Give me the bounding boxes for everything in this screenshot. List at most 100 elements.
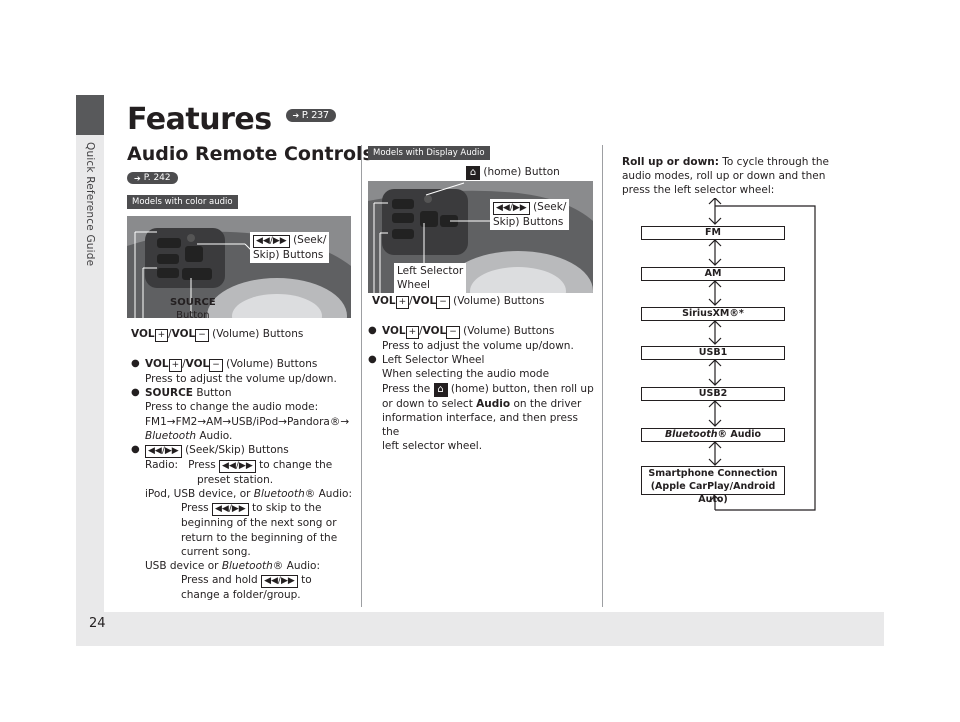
bullet-source-title: SOURCE [145, 387, 193, 400]
mid-l3b: Audio [476, 397, 511, 410]
callout-volume: VOL+/VOL− (Volume) Buttons [131, 328, 304, 342]
ipod-a-line: Press ◀◀/▶▶ to skip to the [131, 501, 356, 517]
sequence-end-text: Audio. [195, 429, 233, 442]
flow-smartphone-line1: Smartphone Connection [648, 468, 778, 479]
radio-desc-b: to change the [259, 459, 333, 472]
callout-source-line2: Button [176, 310, 210, 321]
bluetooth-italic: Bluetooth [253, 488, 305, 501]
seek-skip-icon: ◀◀/▶▶ [253, 235, 290, 248]
bullet-source-desc: Press to change the audio mode: [145, 401, 319, 414]
footer-bar [76, 612, 884, 646]
seek-skip-icon: ◀◀/▶▶ [145, 445, 182, 459]
plus-icon: + [154, 329, 169, 342]
mid-bullet-selector-l4: information interface, and then press th… [382, 411, 578, 439]
page-title: Features ➔P. 237 [127, 102, 336, 137]
bullet-seek: ◀◀/▶▶ (Seek/Skip) Buttons [131, 443, 356, 459]
model-tag-color-audio: Models with color audio [127, 195, 238, 209]
bluetooth-italic: Bluetooth [145, 429, 196, 442]
callout-seek-skip-2: ◀◀/▶▶ (Seek/ Skip) Buttons [490, 199, 570, 230]
plus-icon: + [168, 359, 183, 372]
intro-bold: Roll up or down: [622, 156, 719, 168]
mid-bullet-volume-desc: Press to adjust the volume up/down. [382, 340, 574, 352]
ipod-b: to skip to the [252, 502, 322, 515]
title-ref-text: P. 237 [301, 110, 329, 121]
page-number: 24 [89, 616, 106, 631]
column-divider-2 [602, 145, 603, 607]
callout-home: ⌂ (home) Button [466, 165, 560, 180]
callout-selector: Left Selector Wheel [394, 263, 467, 293]
ipod-e: current song. [181, 545, 251, 558]
callout-volume2-text: (Volume) Buttons [453, 295, 545, 307]
callout-seek-line1: (Seek/ [293, 234, 327, 246]
seek-skip-icon: ◀◀/▶▶ [493, 202, 530, 215]
seek-skip-icon: ◀◀/▶▶ [211, 503, 249, 517]
bullet-volume-desc: Press to adjust the volume up/down. [145, 373, 337, 385]
flow-box-usb1: USB1 [641, 346, 785, 360]
ref-arrow-icon: ➔ [134, 173, 141, 183]
radio-desc-a: Press [188, 459, 216, 472]
mid-bullet-selector-title: Left Selector Wheel [368, 353, 598, 367]
plus-icon: + [405, 326, 420, 339]
section-title: Audio Remote Controls [127, 143, 374, 165]
side-tab-marker [76, 95, 104, 135]
bullet-source-sequence: FM1→FM2→AM→USB/iPod→Pandora®→ [145, 415, 350, 428]
usb-line: USB device or Bluetooth® Audio: [131, 559, 356, 573]
mid-bullet-volume: VOL+/VOL− (Volume) Buttons [368, 324, 598, 339]
callout-seek-skip: ◀◀/▶▶ (Seek/ Skip) Buttons [250, 232, 330, 263]
bullet-seek-title: (Seek/Skip) Buttons [185, 444, 289, 457]
bullet-source: SOURCE Button [131, 386, 356, 400]
mid-l2a: Press the [382, 382, 431, 395]
mid-bullet-selector-l3: or down to select Audio on the driver [368, 397, 598, 411]
callout-seek-line2: Skip) Buttons [253, 249, 324, 261]
bullet-volume: VOL+/VOL− (Volume) Buttons [131, 357, 356, 372]
usb-c: change a folder/group. [181, 589, 301, 602]
mode-cycle-diagram [708, 198, 816, 511]
side-label: Quick Reference Guide [84, 142, 96, 267]
flow-box-bluetooth: Bluetooth® Audio [641, 428, 785, 442]
flow-box-fm: FM [641, 226, 785, 240]
home-icon: ⌂ [433, 382, 448, 397]
mid-bullet-selector-l1: When selecting the audio mode [382, 368, 550, 381]
left-bullets: VOL+/VOL− (Volume) Buttons Press to adju… [131, 357, 356, 602]
flow-bt-italic: Bluetooth [664, 429, 718, 440]
mid-l2b: (home) button, then roll up [450, 382, 594, 395]
ipod-line-text: iPod, USB device, or [145, 488, 251, 501]
middle-bullets: VOL+/VOL− (Volume) Buttons Press to adju… [368, 324, 598, 453]
side-tab [76, 95, 104, 622]
intro-l3: press the left selector wheel: [622, 184, 775, 196]
callout-source: SOURCE Button [170, 296, 216, 322]
flow-smartphone-line2: (Apple CarPlay/Android Auto) [650, 481, 776, 505]
mid-l3a: or down to select [382, 397, 473, 410]
callout-selector-line2: Wheel [397, 279, 430, 291]
callout-volume-text: (Volume) Buttons [212, 328, 304, 340]
ipod-c: beginning of the next song or [181, 517, 337, 530]
mid-bullet-volume-title: (Volume) Buttons [463, 325, 555, 337]
callout-source-line1: SOURCE [170, 297, 216, 308]
model-tag-display-audio: Models with Display Audio [368, 146, 490, 160]
bullet-source-sequence-end: Bluetooth Audio. [131, 429, 356, 443]
title-page-ref[interactable]: ➔P. 237 [285, 109, 336, 122]
radio-desc-c: preset station. [197, 474, 274, 487]
ipod-line-end: ® Audio: [304, 488, 352, 501]
intro-rest: To cycle through the [718, 156, 829, 168]
callout-seek2-line1: (Seek/ [533, 201, 567, 213]
callout-home-text: (home) Button [483, 166, 560, 178]
seek-skip-icon: ◀◀/▶▶ [219, 460, 256, 474]
callout-selector-line1: Left Selector [397, 265, 464, 277]
ref-arrow-icon: ➔ [292, 111, 300, 120]
plus-icon: + [395, 296, 410, 309]
usb-line-end: ® Audio: [272, 560, 321, 573]
flow-box-usb2: USB2 [641, 387, 785, 401]
section-ref-text: P. 242 [143, 173, 171, 183]
usb-a-line: Press and hold ◀◀/▶▶ to [131, 573, 356, 589]
usb-b: to [301, 574, 312, 587]
right-intro: Roll up or down: To cycle through the au… [622, 155, 829, 197]
minus-icon: − [446, 326, 460, 339]
intro-l2: audio modes, roll up or down and then [622, 170, 826, 182]
mid-l3c: on the driver [513, 397, 582, 410]
radio-line: Radio: Press ◀◀/▶▶ to change the [131, 458, 356, 474]
usb-a: Press and hold [181, 574, 258, 587]
mid-bullet-selector-l5: left selector wheel. [382, 440, 483, 453]
flow-box-am: AM [641, 267, 785, 281]
section-ref[interactable]: ➔P. 242 [127, 172, 178, 184]
